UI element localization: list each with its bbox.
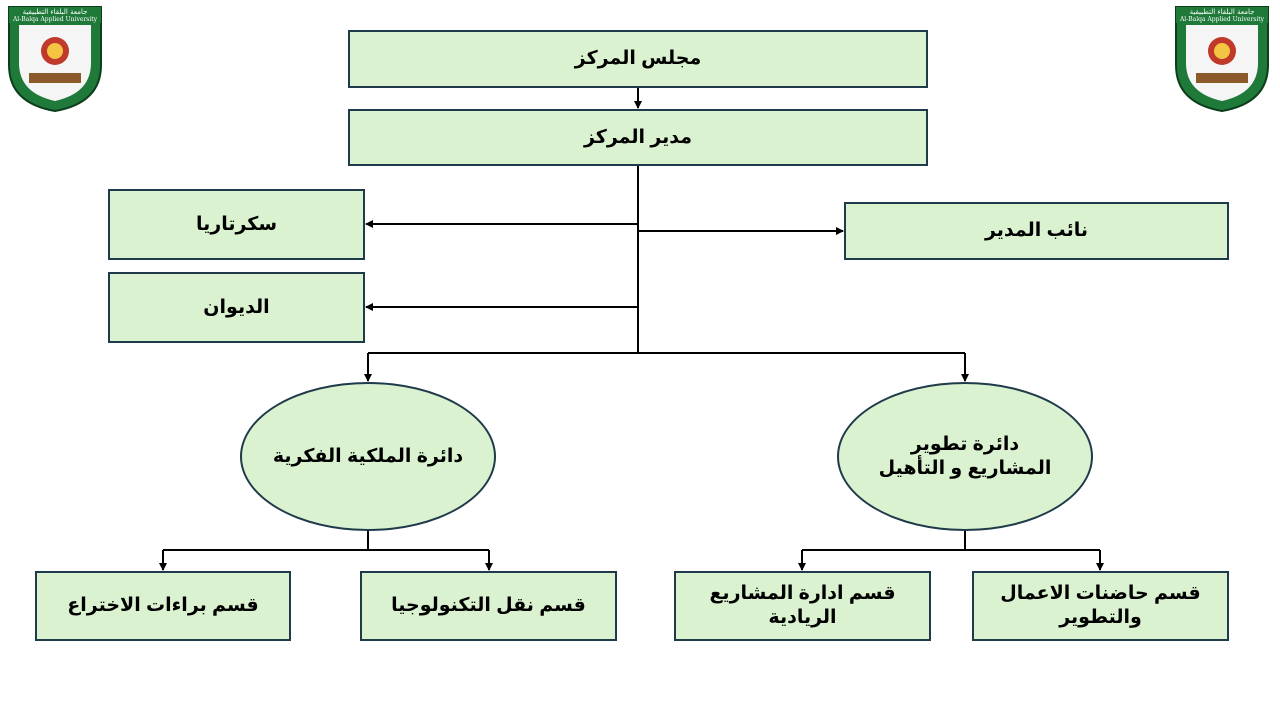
logo-arabic-text: جامعة البلقاء التطبيقية <box>1190 8 1255 16</box>
tech-transfer-section-label: قسم نقل التكنولوجيا <box>391 595 586 617</box>
secretariat-label: سكرتاريا <box>195 213 278 235</box>
deputy-director-label: نائب المدير <box>984 220 1089 242</box>
entrepreneurial-projects-section-label: قسم ادارة المشاريع الريادية <box>709 583 896 628</box>
incubators-section-label: قسم حاضنات الاعمال والتطوير <box>1000 583 1201 628</box>
deputy-director-box: نائب المدير <box>844 202 1229 260</box>
projects-department-label: دائرة تطوير المشاريع و التأهيل <box>878 433 1052 479</box>
patents-section-label: قسم براءات الاختراع <box>67 595 259 617</box>
patents-section-box: قسم براءات الاختراع <box>35 571 291 641</box>
logo-arabic-text: جامعة البلقاء التطبيقية <box>23 8 88 16</box>
diwan-box: الديوان <box>108 272 365 343</box>
entrepreneurial-projects-section-box: قسم ادارة المشاريع الريادية <box>674 571 931 641</box>
logo-english-text: Al-Balqa Applied University <box>1179 16 1265 23</box>
director-label: مدير المركز <box>583 126 693 148</box>
logo-english-text: Al-Balqa Applied University <box>12 16 98 23</box>
incubators-section-box: قسم حاضنات الاعمال والتطوير <box>972 571 1229 641</box>
diwan-label: الديوان <box>203 296 270 318</box>
council-box: مجلس المركز <box>348 30 928 88</box>
director-box: مدير المركز <box>348 109 928 166</box>
university-logo-left: جامعة البلقاء التطبيقية Al-Balqa Applied… <box>8 6 102 113</box>
tech-transfer-section-box: قسم نقل التكنولوجيا <box>360 571 617 641</box>
projects-department-oval: دائرة تطوير المشاريع و التأهيل <box>837 382 1093 531</box>
council-label: مجلس المركز <box>574 48 702 70</box>
ip-department-label: دائرة الملكية الفكرية <box>272 445 464 467</box>
university-logo-right: جامعة البلقاء التطبيقية Al-Balqa Applied… <box>1175 6 1269 113</box>
ip-department-oval: دائرة الملكية الفكرية <box>240 382 496 531</box>
secretariat-box: سكرتاريا <box>108 189 365 260</box>
